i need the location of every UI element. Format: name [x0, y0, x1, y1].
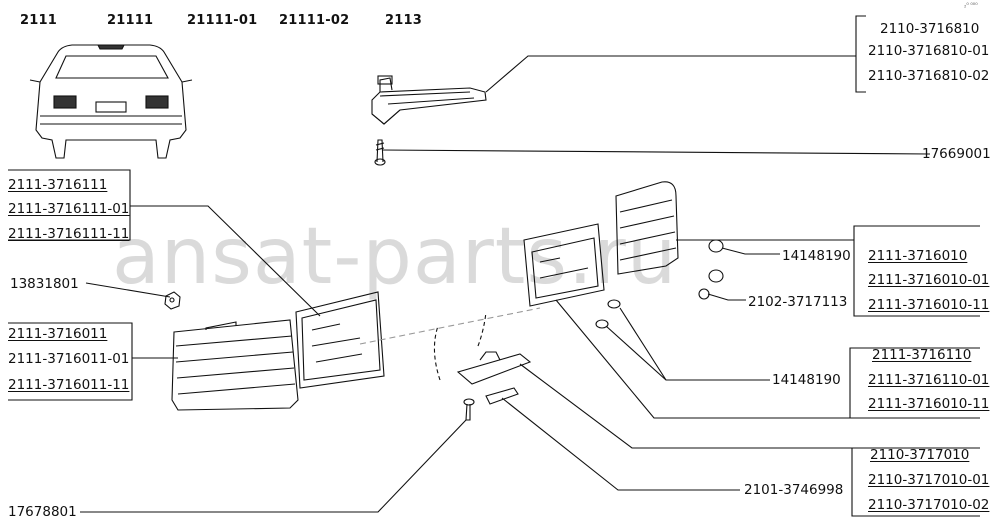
plate-lamp-illustration: [456, 351, 532, 405]
model-label-21111: 21111: [107, 13, 154, 28]
part-number-left-inner-lamp-variant: 2111-3716111-01: [8, 201, 130, 217]
part-number-plate-lamp-variant: 2110-3717010-02: [868, 497, 990, 513]
part-number-high-stop-lamp: 2110-3716810: [880, 21, 980, 37]
part-number-right-outer-lamp-variant: 2111-3716010-11: [868, 297, 990, 313]
right-inner-lamp-illustration: [523, 223, 605, 307]
part-number-high-stop-lamp-variant: 2110-3716810-01: [868, 43, 990, 59]
high-stop-lamp-illustration: [371, 75, 487, 125]
part-number-bulb-holder: 2102-3717113: [748, 294, 848, 310]
nut-illustration: [164, 291, 181, 310]
left-inner-lamp-illustration: [295, 291, 385, 389]
part-number-right-outer-lamp: 2111-3716010: [868, 248, 968, 264]
part-number-right-inner-lamp-variant: 2111-3716110-01: [868, 372, 990, 388]
model-label-21111-01: 21111-01: [187, 13, 258, 28]
part-number-bulb: 14148190: [772, 372, 841, 388]
corner-mark: ₂⁰ ⁰⁰⁰: [964, 3, 978, 9]
part-number-left-inner-lamp: 2111-3716111: [8, 177, 108, 193]
part-number-plate-lamp: 2110-3717010: [870, 447, 970, 463]
model-label-2113: 2113: [385, 13, 422, 28]
right-outer-lamp-illustration: [615, 181, 679, 275]
part-number-left-outer-lamp-variant: 2111-3716011-01: [8, 351, 130, 367]
screw-top-illustration: [374, 139, 386, 166]
part-number-bulb: 14148190: [782, 248, 851, 264]
part-number-right-inner-lamp: 2111-3716110: [872, 347, 972, 363]
bulb-upper-illustration: [698, 239, 724, 300]
model-label-21111-02: 21111-02: [279, 13, 350, 28]
bulb-lower-illustration: [595, 299, 621, 329]
part-number-high-stop-lamp-variant: 2110-3716810-02: [868, 68, 990, 84]
part-number-plate-lamp-variant: 2110-3717010-01: [868, 472, 990, 488]
part-number-screw-top: 17669001: [922, 146, 991, 162]
part-number-right-outer-lamp-variant: 2111-3716010-01: [868, 272, 990, 288]
screw-bottom-illustration: [463, 398, 475, 421]
part-number-nut: 13831801: [10, 276, 79, 292]
part-number-left-outer-lamp-variant: 2111-3716011-11: [8, 377, 130, 393]
left-outer-lamp-illustration: [171, 319, 299, 411]
part-number-left-outer-lamp: 2111-3716011: [8, 326, 108, 342]
car-rear-illustration: [29, 44, 193, 159]
part-number-plate-gasket: 2101-3746998: [744, 482, 844, 498]
part-number-right-inner-lamp-variant: 2111-3716010-11: [868, 396, 990, 412]
part-number-screw-bottom: 17678801: [8, 504, 77, 520]
part-number-left-inner-lamp-variant: 2111-3716111-11: [8, 226, 130, 242]
model-label-2111: 2111: [20, 13, 57, 28]
